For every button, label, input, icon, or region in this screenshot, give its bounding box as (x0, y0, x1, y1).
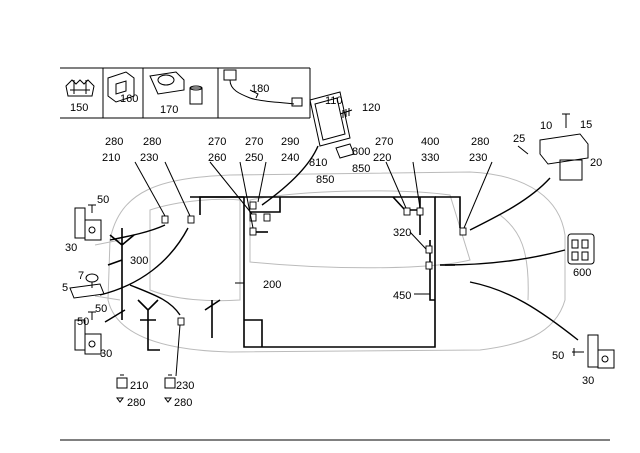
label-120: 120 (362, 102, 380, 114)
label-20: 20 (590, 157, 602, 169)
inset-part-180-drawing (223, 69, 303, 107)
label-5: 5 (62, 282, 68, 294)
inset-part-160-drawing (107, 71, 135, 103)
label-450: 450 (393, 290, 411, 302)
inset-strip (60, 67, 311, 119)
label-280-r: 280 (471, 136, 489, 148)
car-outline (94, 171, 566, 353)
left-component-30a (74, 204, 102, 241)
label-270-b: 270 (245, 136, 263, 148)
label-270-r: 270 (375, 136, 393, 148)
label-160: 160 (120, 93, 138, 105)
label-280-l1: 280 (105, 136, 123, 148)
inset-part-170-drawing (149, 71, 203, 105)
label-230-b: 230 (176, 380, 194, 392)
label-25: 25 (513, 133, 525, 145)
label-330: 330 (421, 152, 439, 164)
ecu-module-drawing (309, 91, 355, 159)
bottom-connector-icons (116, 374, 176, 403)
label-50-a: 50 (97, 194, 109, 206)
label-210-b: 210 (130, 380, 148, 392)
label-220: 220 (373, 152, 391, 164)
label-810: 810 (309, 157, 327, 169)
label-320: 320 (393, 227, 411, 239)
harness-connectors (161, 201, 467, 326)
label-210-l1: 210 (102, 152, 120, 164)
label-280-b2: 280 (174, 397, 192, 409)
callout-arrows (99, 145, 579, 341)
label-50-d: 50 (552, 350, 564, 362)
label-30-b: 30 (100, 348, 112, 360)
right-component-600 (567, 233, 595, 265)
labels: 150 160 170 180 110 120 800 810 850 850 … (62, 83, 602, 409)
label-270-a: 270 (208, 136, 226, 148)
inset-part-150-drawing (65, 79, 95, 97)
right-component-30c (572, 334, 615, 369)
label-15: 15 (580, 119, 592, 131)
label-150: 150 (70, 102, 88, 114)
label-300: 300 (130, 255, 148, 267)
label-30-a: 30 (65, 242, 77, 254)
label-850-b: 850 (316, 174, 334, 186)
label-850-a: 850 (352, 163, 370, 175)
bolt-120-drawing (339, 108, 353, 118)
label-30-c: 30 (582, 375, 594, 387)
label-170: 170 (160, 104, 178, 116)
label-10: 10 (540, 120, 552, 132)
label-800: 800 (352, 146, 370, 158)
label-600: 600 (573, 267, 591, 279)
label-7: 7 (78, 270, 84, 282)
label-230-r: 230 (469, 152, 487, 164)
label-260: 260 (208, 152, 226, 164)
leader-lines (134, 161, 493, 377)
label-200: 200 (263, 279, 281, 291)
label-250: 250 (245, 152, 263, 164)
label-400: 400 (421, 136, 439, 148)
label-50-c: 50 (77, 316, 89, 328)
left-component-5 (69, 273, 105, 299)
left-component-30b (74, 311, 102, 355)
main-harness (107, 196, 461, 351)
label-180: 180 (251, 83, 269, 95)
label-240: 240 (281, 152, 299, 164)
label-290: 290 (281, 136, 299, 148)
label-230-l2: 230 (140, 152, 158, 164)
label-280-b1: 280 (127, 397, 145, 409)
label-280-l2: 280 (143, 136, 161, 148)
label-110: 110 (325, 95, 343, 107)
right-component-20 (517, 113, 589, 181)
label-50-b: 50 (95, 303, 107, 315)
